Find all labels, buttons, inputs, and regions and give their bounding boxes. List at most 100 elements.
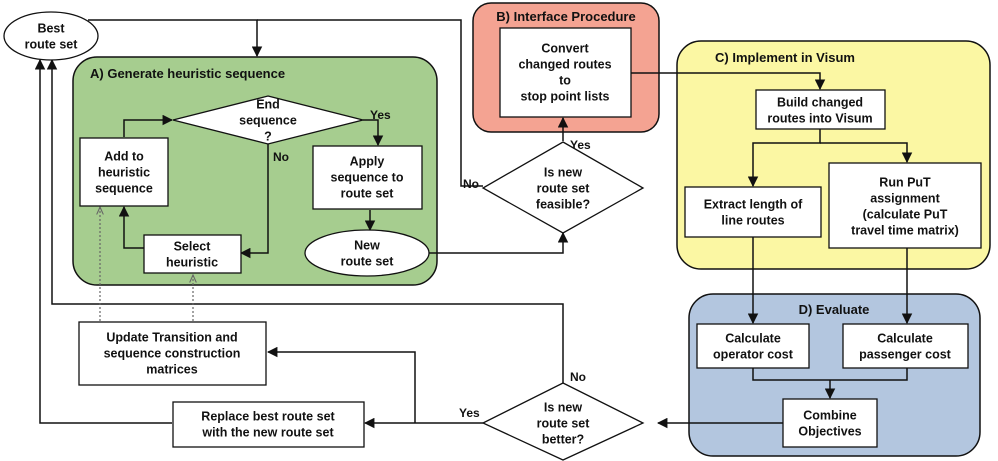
node-text-line: sequence construction (104, 347, 241, 361)
edge-better-no-to-best (46, 58, 564, 383)
extract-length-node (684, 186, 822, 238)
node-text-line: Calculate (725, 332, 781, 346)
passenger-cost-node (842, 323, 969, 369)
combine-node (782, 398, 878, 448)
node-text-line: Extract length of (704, 198, 803, 212)
node-text-line: travel time matrix) (851, 224, 959, 238)
node-text-line: End (256, 98, 280, 112)
node-text-line: assignment (870, 192, 940, 206)
node-text-line: route set (537, 417, 591, 431)
apply-sequence-node (312, 145, 423, 210)
edge-new-to-feasible (429, 231, 569, 254)
add-to-heuristic-text: Add to heuristic sequence (95, 150, 153, 196)
edge-build-to-run (820, 142, 913, 164)
node-text-line: sequence to (331, 171, 404, 185)
node-text-line: sequence (239, 114, 297, 128)
node-text-line: Replace best route set (201, 410, 335, 424)
node-text-line: route set (537, 182, 591, 196)
add-to-heuristic-node (79, 137, 169, 207)
node-text-line: better? (542, 433, 584, 447)
build-visum-node (755, 89, 886, 130)
node-text-line: to (559, 74, 571, 88)
node-text-line: (calculate PuT (863, 208, 948, 222)
label-end-no: No (273, 150, 289, 164)
label-better-no: No (570, 370, 586, 384)
replace-best-node (172, 401, 365, 448)
edge-split-to-update (266, 346, 416, 423)
build-visum-text: Build changed routes into Visum (767, 96, 872, 126)
is-better-decision (481, 382, 645, 461)
node-text-line: passenger cost (859, 348, 952, 362)
edge-end-yes-to-apply (363, 119, 384, 147)
best-route-set-text: Best route set (25, 22, 79, 52)
label-feasible-no: No (463, 177, 479, 191)
group-b-title: B) Interface Procedure (496, 9, 635, 24)
edge-convert-to-build (631, 72, 826, 91)
node-text-line: matrices (146, 363, 197, 377)
node-text-line: line routes (721, 214, 784, 228)
node-text-line: Update Transition and (106, 331, 237, 345)
node-text-line: with the new route set (201, 426, 334, 440)
extract-length-text: Extract length of line routes (704, 198, 803, 228)
node-text-line: sequence (95, 182, 153, 196)
node-text-line: Best (37, 22, 65, 36)
edges (34, 19, 913, 429)
new-route-set-node (304, 229, 430, 277)
group-d-title: D) Evaluate (799, 302, 870, 317)
node-text-line: Calculate (877, 332, 933, 346)
node-text-line: Select (174, 240, 212, 254)
node-text-line: route set (341, 187, 395, 201)
edge-build-to-split (747, 129, 821, 188)
node-text-line: ? (264, 130, 272, 144)
update-matrices-text: Update Transition and sequence constructi… (104, 331, 241, 377)
apply-sequence-text: Apply sequence to route set (331, 155, 404, 201)
is-better-text: Is new route set better? (537, 401, 591, 447)
node-text-line: route set (341, 255, 395, 269)
node-text-line: stop point lists (521, 90, 610, 104)
run-put-node (828, 162, 982, 249)
select-heuristic-text: Select heuristic (166, 240, 218, 270)
edge-passenger-to-combine (830, 368, 908, 381)
best-route-set-node (3, 11, 99, 61)
edge-add-to-end (123, 114, 174, 137)
node-text-line: New (354, 239, 380, 253)
convert-routes-node (499, 27, 632, 118)
end-sequence-text: End sequence? (239, 98, 297, 144)
is-feasible-decision (481, 141, 645, 234)
operator-cost-node (696, 323, 810, 369)
node-text-line: Build changed (777, 96, 863, 110)
edge-feasible-no-to-group-a (257, 19, 483, 187)
edge-end-no-to-select (239, 143, 269, 259)
node-text-line: Run PuT (879, 176, 931, 190)
update-matrices-node (78, 321, 267, 386)
edge-best-to-group-a (88, 19, 263, 58)
node-text-line: Is new (544, 166, 582, 180)
label-better-yes: Yes (459, 406, 480, 420)
edge-select-to-add (118, 205, 144, 249)
replace-best-text: Replace best route set with the new route… (201, 410, 335, 440)
run-put-text: Run PuT assignment (calculate PuT travel ti… (851, 176, 959, 238)
node-text-line: route set (25, 38, 79, 52)
edge-replace-to-best (34, 58, 172, 424)
node-text-line: heuristic (166, 256, 218, 270)
node-text-line: routes into Visum (767, 112, 872, 126)
node-text-line: Combine (803, 409, 857, 423)
node-text-line: Apply (350, 155, 385, 169)
end-sequence-decision (172, 95, 364, 145)
node-text-line: Add to (104, 150, 144, 164)
node-text-line: feasible? (536, 198, 590, 212)
select-heuristic-node (143, 234, 242, 274)
edge-operator-to-combine (752, 368, 830, 381)
node-text-line: changed routes (518, 58, 611, 72)
group-a-title: A) Generate heuristic sequence (90, 66, 285, 81)
passenger-cost-text: Calculate passenger cost (859, 332, 952, 362)
group-c-title: C) Implement in Visum (715, 50, 855, 65)
node-text-line: heuristic (98, 166, 150, 180)
is-feasible-text: Is new route set feasible? (536, 166, 590, 212)
node-text-line: Is new (544, 401, 582, 415)
node-text-line: Objectives (798, 425, 861, 439)
